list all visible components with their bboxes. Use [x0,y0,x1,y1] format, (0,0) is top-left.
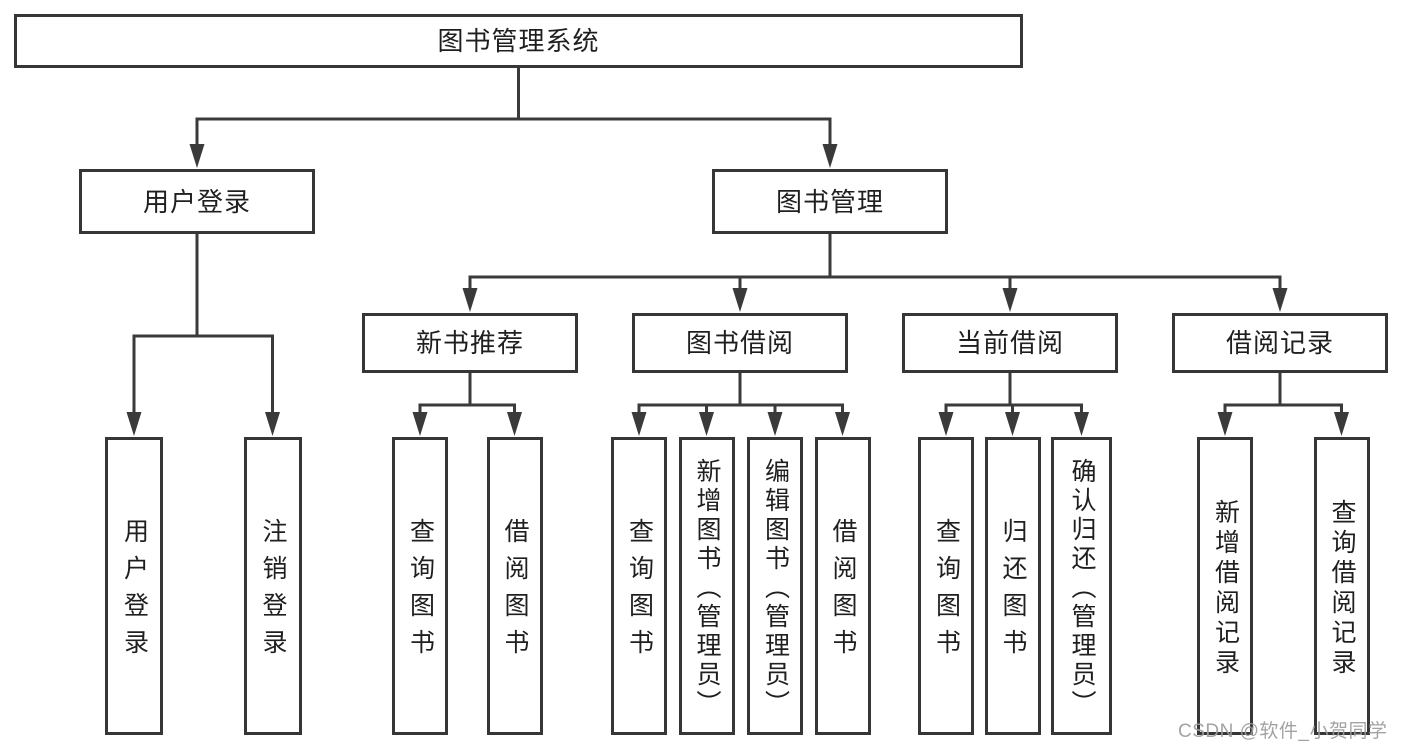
node-user-login: 用户登录 [79,169,315,234]
leaf-bw-borrow-books-label: 借阅图书 [829,518,857,666]
connector-user-login [126,234,280,436]
leaf-bw-add-books-admin-label: 新增图书（管理员） [693,457,721,719]
leaf-rc-query-record: 查询借阅记录 [1313,437,1370,735]
node-root: 图书管理系统 [14,14,1023,68]
csdn-watermark: CSDN @软件_小贺同学 [1178,721,1388,742]
connector-current-borrow [938,373,1089,436]
node-new-book-recommend: 新书推荐 [362,313,578,373]
leaf-bw-add-books-admin: 新增图书（管理员） [678,437,735,735]
leaf-cu-confirm-return-admin-label: 确认归还（管理员） [1068,457,1096,719]
leaf-rc-query-record-label: 查询借阅记录 [1328,498,1356,679]
leaf-nb-query-books-label: 查询图书 [406,518,435,666]
connector-root [189,68,838,168]
node-borrow-records-label: 借阅记录 [1225,328,1334,358]
node-user-login-label: 用户登录 [142,186,251,217]
leaf-nb-borrow-books: 借阅图书 [486,437,543,735]
leaf-logout-label: 注销登录 [259,518,287,666]
leaf-bw-query-books-label: 查询图书 [625,518,654,666]
node-current-borrow: 当前借阅 [902,313,1118,373]
leaf-rc-add-record: 新增借阅记录 [1197,437,1253,735]
leaf-nb-query-books: 查询图书 [392,437,448,735]
connector-book-borrow [631,373,850,436]
leaf-user-login-label: 用户登录 [120,518,149,666]
node-book-borrow-label: 图书借阅 [685,328,794,358]
node-book-mgmt: 图书管理 [712,169,948,234]
leaf-logout: 注销登录 [243,437,302,735]
node-borrow-records: 借阅记录 [1172,313,1388,373]
leaf-cu-return-books-label: 归还图书 [999,518,1027,666]
node-book-mgmt-label: 图书管理 [775,186,884,217]
leaf-rc-add-record-label: 新增借阅记录 [1211,498,1240,679]
leaf-bw-borrow-books: 借阅图书 [814,437,871,735]
leaf-cu-query-books: 查询图书 [918,437,974,735]
connector-book-mgmt [462,234,1288,312]
leaf-cu-confirm-return-admin: 确认归还（管理员） [1051,437,1112,735]
connector-new-book [412,373,522,436]
connector-borrow-records [1217,373,1349,436]
leaf-cu-query-books-label: 查询图书 [932,518,961,666]
node-book-borrow: 图书借阅 [632,313,848,373]
node-new-book-recommend-label: 新书推荐 [415,328,524,358]
node-current-borrow-label: 当前借阅 [955,328,1064,358]
leaf-bw-edit-books-admin: 编辑图书（管理员） [747,437,803,735]
leaf-bw-query-books: 查询图书 [611,437,667,735]
leaf-nb-borrow-books-label: 借阅图书 [501,518,529,666]
leaf-user-login: 用户登录 [105,437,163,735]
node-root-label: 图书管理系统 [437,26,600,56]
leaf-cu-return-books: 归还图书 [984,437,1041,735]
leaf-bw-edit-books-admin-label: 编辑图书（管理员） [761,457,790,719]
